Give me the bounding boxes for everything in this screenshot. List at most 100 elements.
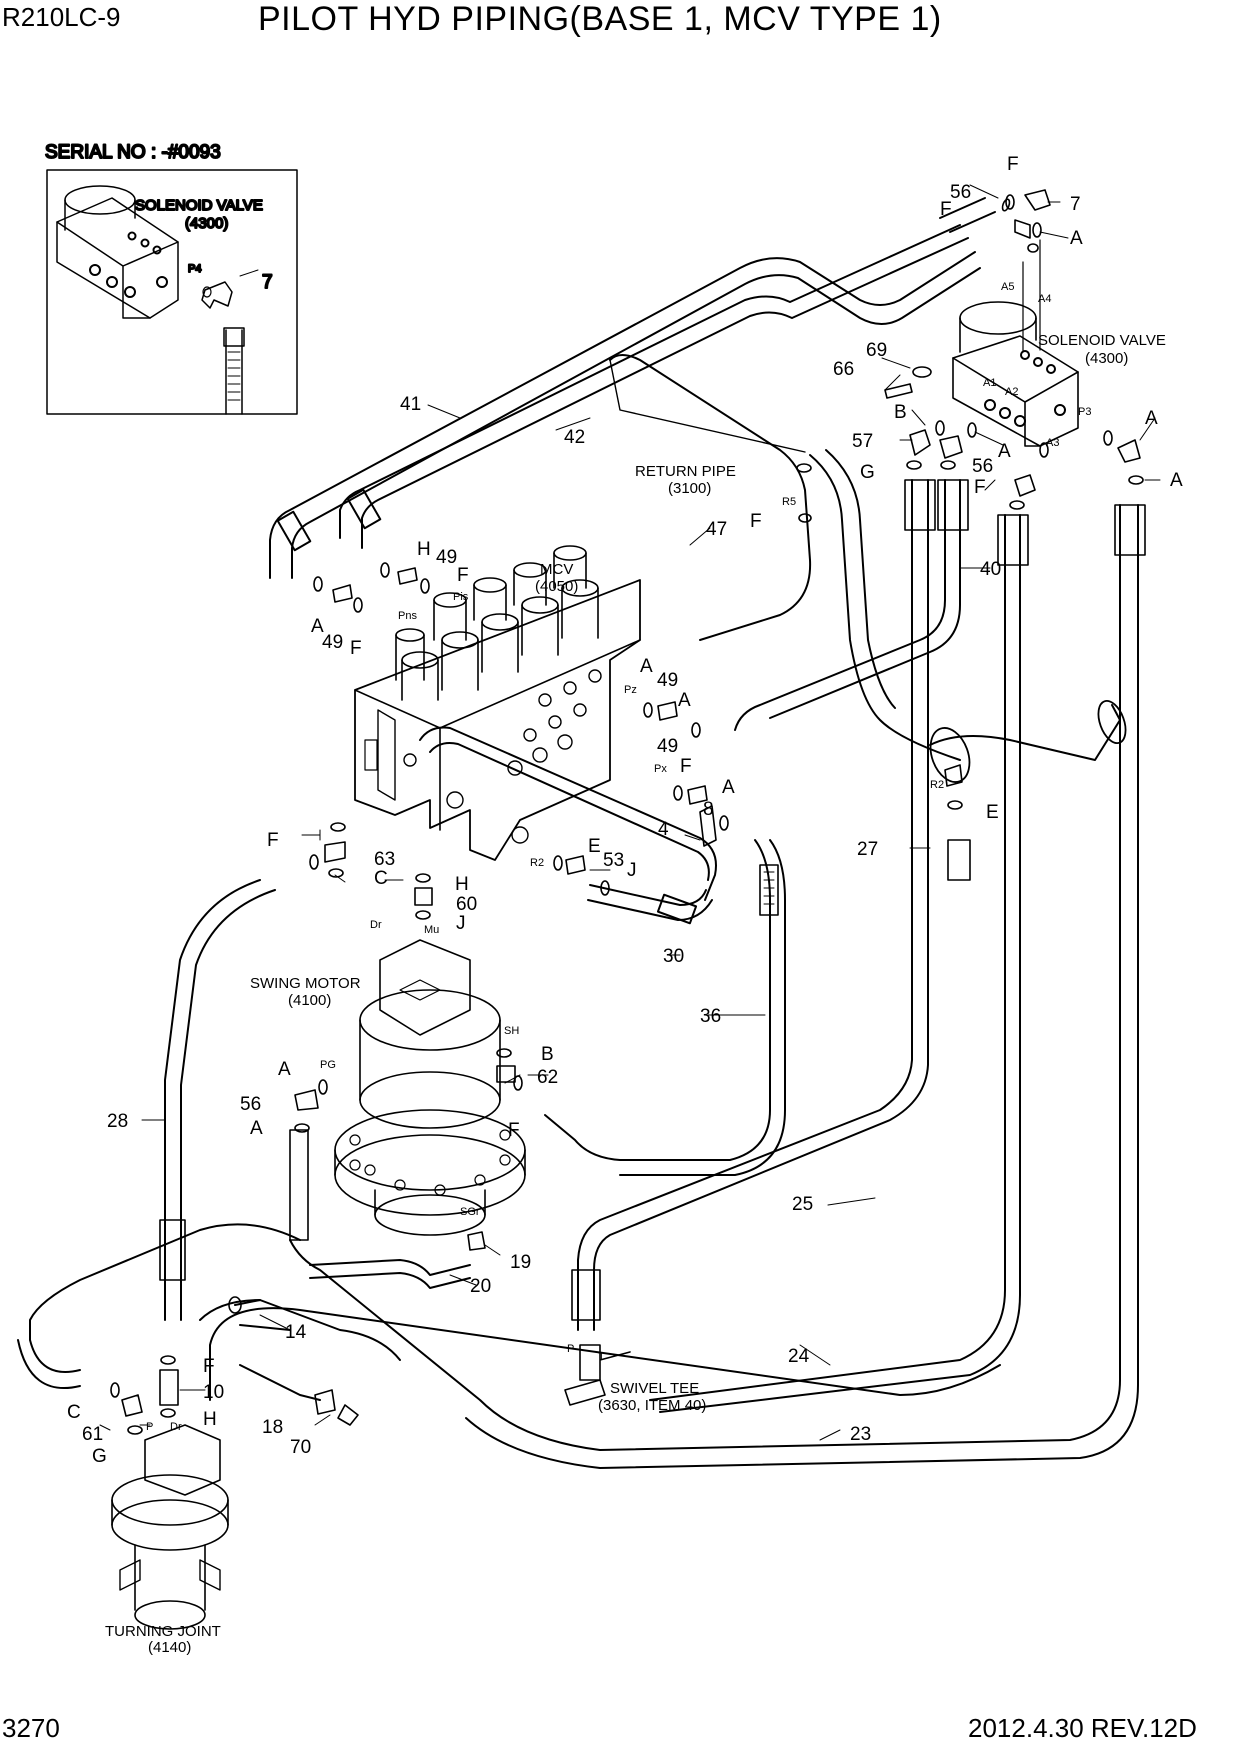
pipe-41-42 (269, 197, 996, 579)
port-px: Px (654, 763, 667, 775)
solenoid-valve-label: SOLENOID VALVE (1038, 332, 1166, 349)
callout-49-d: 49 (657, 736, 678, 757)
callout-63: 63 (374, 849, 395, 870)
callout-56-motor: 56 (240, 1094, 261, 1115)
return-pipe-label: RETURN PIPE (635, 463, 736, 480)
callout-56-top: 56 (950, 182, 971, 203)
port-p-joint: P (146, 1421, 153, 1433)
inset-callout-7: 7 (262, 272, 273, 293)
callout-40: 40 (980, 559, 1001, 580)
seal-a-3: A (998, 441, 1011, 462)
port-p3: P3 (1078, 406, 1091, 418)
seal-f-2: F (940, 199, 952, 220)
callout-20: 20 (470, 1276, 491, 1297)
callout-8: 8 (703, 799, 714, 820)
callout-61: 61 (82, 1424, 103, 1445)
callout-10: 10 (203, 1382, 224, 1403)
callout-27: 27 (857, 839, 878, 860)
seal-a-4: F (457, 565, 469, 586)
inset-solenoid-label: SOLENOID VALVE (135, 197, 263, 214)
port-mu: Mu (424, 924, 439, 936)
callout-18: 18 (262, 1417, 283, 1438)
mcv-drawing (354, 545, 641, 861)
turning-joint-label: TURNING JOINT (105, 1623, 221, 1640)
callout-19: 19 (510, 1252, 531, 1273)
port-r2-mcv: R2 (530, 857, 544, 869)
callout-36: 36 (700, 1006, 721, 1027)
inset-solenoid-code: (4300) (185, 215, 228, 232)
port-sgr: SGr (460, 1206, 480, 1218)
seal-f-7: A (678, 690, 691, 711)
seal-f-8: A (722, 777, 735, 798)
seal-e-2: J (627, 860, 637, 881)
port-dr: Dr (370, 919, 382, 931)
long-hoses (17, 479, 1146, 1469)
swing-motor-drawing (334, 939, 526, 1236)
callout-42: 42 (564, 427, 585, 448)
callout-66: 66 (833, 359, 854, 380)
port-a3: A3 (1046, 437, 1059, 449)
callout-28: 28 (107, 1111, 128, 1132)
page-title: PILOT HYD PIPING(BASE 1, MCV TYPE 1) (258, 0, 942, 38)
callout-62: 62 (537, 1067, 558, 1088)
seal-a-2: A (1145, 408, 1158, 429)
callout-7-top: 7 (1070, 194, 1081, 215)
swing-motor-label: SWING MOTOR (250, 975, 361, 992)
seal-f-9: A (250, 1118, 263, 1139)
port-p-tee: P (567, 1343, 574, 1355)
swivel-tee-drawing (564, 1344, 631, 1406)
mcv-label: MCV (540, 561, 573, 578)
seal-f-4: F (974, 477, 986, 498)
port-r2-return: R2 (930, 779, 944, 791)
callout-53: 53 (603, 850, 624, 871)
model-number: R210LC-9 (2, 2, 121, 32)
seal-h-3: F (203, 1356, 215, 1377)
callout-30: 30 (663, 946, 684, 967)
swivel-tee-label: SWIVEL TEE (610, 1380, 699, 1397)
seal-j-2: E (588, 836, 601, 857)
leader-lines (99, 184, 1161, 1441)
seal-a-9: A (278, 1059, 291, 1080)
seal-f-10: F (508, 1120, 520, 1141)
swivel-tee-code: (3630, ITEM 40) (598, 1397, 706, 1414)
callout-49-a: 49 (436, 547, 457, 568)
port-pis: Pis (453, 591, 469, 603)
seal-g-2: C (67, 1402, 81, 1423)
callout-60: 60 (456, 894, 477, 915)
port-a4: A4 (1038, 293, 1051, 305)
callout-69: 69 (866, 340, 887, 361)
seal-f-6: A (311, 616, 324, 637)
callout-70: 70 (290, 1437, 311, 1458)
port-dr-joint: Dr (170, 1421, 182, 1433)
seal-h-1: F (750, 511, 762, 532)
turning-joint-drawing (111, 1424, 229, 1630)
callout-25: 25 (792, 1194, 813, 1215)
callout-4: 4 (658, 819, 669, 840)
port-r5: R5 (782, 496, 796, 508)
callout-14: 14 (285, 1322, 307, 1343)
seal-a-10: G (92, 1446, 107, 1467)
seal-c-2: H (203, 1409, 217, 1430)
port-sh: SH (504, 1025, 519, 1037)
serial-number: SERIAL NO : -#0093 (45, 142, 221, 163)
seal-a-8: B (541, 1044, 554, 1065)
callout-47: 47 (706, 519, 727, 540)
seal-j-1: H (455, 874, 469, 895)
revision-date: 2012.4.30 REV.12D (968, 1713, 1197, 1743)
callout-23: 23 (850, 1424, 871, 1445)
seal-a-5: F (350, 638, 362, 659)
port-a2: A2 (1005, 386, 1018, 398)
port-pz: Pz (624, 684, 637, 696)
return-pipe-code: (3100) (668, 480, 711, 497)
port-pns: Pns (398, 610, 417, 622)
fittings-and-seals (110, 189, 1144, 1435)
port-pg: PG (320, 1059, 336, 1071)
return-pipe-47 (609, 354, 1127, 783)
turning-joint-code: (4140) (148, 1639, 191, 1656)
callout-57: 57 (852, 431, 873, 452)
seal-g-1: G (860, 462, 875, 483)
port-t-tee: T (598, 1351, 605, 1363)
seal-h-2: C (374, 868, 388, 889)
page-number: 3270 (2, 1713, 60, 1743)
